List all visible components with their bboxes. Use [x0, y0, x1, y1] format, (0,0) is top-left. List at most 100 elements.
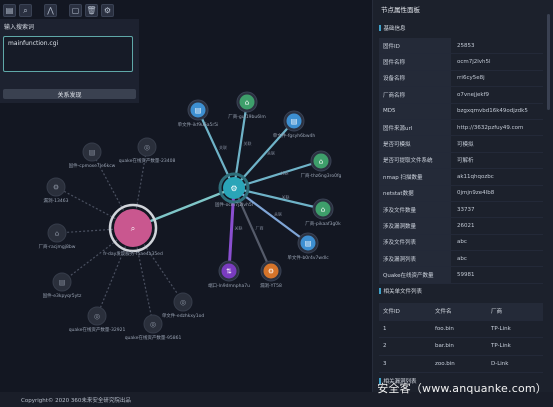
- document-icon[interactable]: ▤: [3, 4, 16, 17]
- graph-node[interactable]: [137, 137, 157, 157]
- column-header: 文件ID: [383, 309, 400, 316]
- file-icon: ▤: [89, 149, 96, 157]
- property-key: 设备名称: [379, 70, 451, 87]
- section-bar-icon: [379, 25, 381, 31]
- graph-node[interactable]: [286, 113, 302, 129]
- node-label: quake在线资产数量-95861: [125, 334, 182, 341]
- search-icon[interactable]: ⌕: [19, 4, 32, 17]
- graph-node[interactable]: [313, 153, 329, 169]
- property-value: 可解析: [457, 158, 474, 165]
- property-value: http://3632pzfuy49.com: [457, 124, 524, 131]
- edge-label: 关联: [244, 140, 252, 146]
- gear-icon[interactable]: ⚙: [101, 4, 114, 17]
- edge-label: 关联: [282, 194, 290, 200]
- hub-node[interactable]: [223, 177, 245, 199]
- graph-node[interactable]: [221, 263, 237, 279]
- watermark: 安全客（www.anquanke.com）: [377, 382, 547, 395]
- table-row[interactable]: 2 bar.bin TP-Link: [379, 338, 543, 356]
- graph-edge[interactable]: [132, 227, 184, 303]
- network-icon: ⚙: [230, 184, 237, 193]
- node-label: quake在线资产数量-23408: [119, 157, 176, 164]
- graph-edge[interactable]: [55, 186, 134, 229]
- graph-node[interactable]: [173, 292, 193, 312]
- table-cell: TP-Link: [491, 343, 511, 350]
- table-cell: foo.bin: [435, 325, 454, 332]
- property-key: Quake在线资产数量: [379, 267, 451, 283]
- file-icon: ▤: [291, 118, 298, 126]
- graph-node[interactable]: [315, 201, 331, 217]
- graph-node[interactable]: [190, 102, 206, 118]
- graph-node[interactable]: [239, 94, 255, 110]
- property-value: bzgxqmvbd16k49odjzdk5: [457, 108, 528, 115]
- property-key: 涉及漏洞列表: [379, 251, 451, 267]
- graph-edge[interactable]: [61, 227, 134, 283]
- property-key: 涉及漏洞数量: [379, 218, 451, 234]
- graph-node[interactable]: [263, 263, 279, 279]
- table-row: 是否可提取文件系统可解析: [379, 152, 543, 170]
- vendor-icon: ⌂: [319, 158, 323, 166]
- node-label: quake在线资产数量-32921: [69, 326, 126, 333]
- search-input[interactable]: mainfunction.cgi: [3, 36, 133, 72]
- node-label: 漏洞-13463: [44, 197, 69, 204]
- vendor-icon: ⌂: [245, 99, 249, 107]
- graph-node[interactable]: [82, 142, 102, 162]
- section-bar-icon: [379, 378, 381, 384]
- property-key: 涉及文件数量: [379, 201, 451, 218]
- table-cell: 2: [383, 343, 387, 350]
- edge-label: 关联: [274, 211, 282, 217]
- vendor-icon: ⌂: [321, 206, 325, 214]
- bug-icon: ⚙: [53, 184, 59, 192]
- related-vulns-header[interactable]: 相关漏洞列表: [379, 377, 417, 385]
- graph-node[interactable]: [47, 223, 67, 243]
- center-node-ring: [108, 203, 158, 253]
- relation-discovery-button[interactable]: 关系发现: [3, 89, 136, 99]
- globe-icon: ◎: [94, 313, 100, 321]
- related-vulns-title: 相关漏洞列表: [383, 379, 417, 385]
- node-label: 单文件-fgsyh6bw4h: [273, 132, 316, 139]
- table-cell: 3: [383, 360, 387, 367]
- center-node[interactable]: [114, 209, 152, 247]
- vendor-icon: ⌂: [55, 230, 59, 238]
- globe-icon: ◎: [180, 299, 186, 307]
- panel-scrollbar[interactable]: [547, 14, 550, 110]
- property-key: 是否可提取文件系统: [379, 152, 451, 169]
- property-value: 0jmjn9ze4lb8: [457, 190, 495, 197]
- property-key: 是否可模拟: [379, 136, 451, 152]
- edge-label: 关联: [281, 170, 289, 176]
- section-bar-icon: [379, 288, 381, 294]
- table-cell: TP-Link: [491, 325, 511, 332]
- search-icon: ⌕: [131, 224, 135, 233]
- trash-icon[interactable]: 🗑: [85, 4, 98, 17]
- graph-node[interactable]: [143, 314, 163, 334]
- table-row: 是否可模拟可模拟: [379, 136, 543, 153]
- property-value: 可模拟: [457, 142, 474, 149]
- graph-node[interactable]: [46, 177, 66, 197]
- property-value: abc: [457, 255, 467, 262]
- copy-icon[interactable]: ▢: [69, 4, 82, 17]
- property-key: netstat数据: [379, 185, 451, 201]
- footer: Copyright© 2020 360未来安全研究院出品: [0, 392, 553, 407]
- related-files-header[interactable]: 相关单文件列表: [379, 287, 422, 295]
- file-icon: ▤: [305, 240, 312, 248]
- graph-node[interactable]: [87, 306, 107, 326]
- hub-node-label: 固件-ocm7j2lvh5l: [215, 201, 253, 208]
- graph-node[interactable]: [52, 272, 72, 292]
- table-cell: bar.bin: [435, 343, 454, 350]
- graph-node[interactable]: [300, 235, 316, 251]
- search-panel: 输入搜索词 mainfunction.cgi 关系发现: [0, 19, 139, 103]
- basic-info-header[interactable]: 基础信息: [379, 24, 406, 32]
- network-icon[interactable]: ⋀: [44, 4, 57, 17]
- property-value: 25853: [457, 42, 475, 49]
- graph-toolbar: ▤ ⌕ ⋀ ▢ 🗑 ⚙: [3, 4, 114, 18]
